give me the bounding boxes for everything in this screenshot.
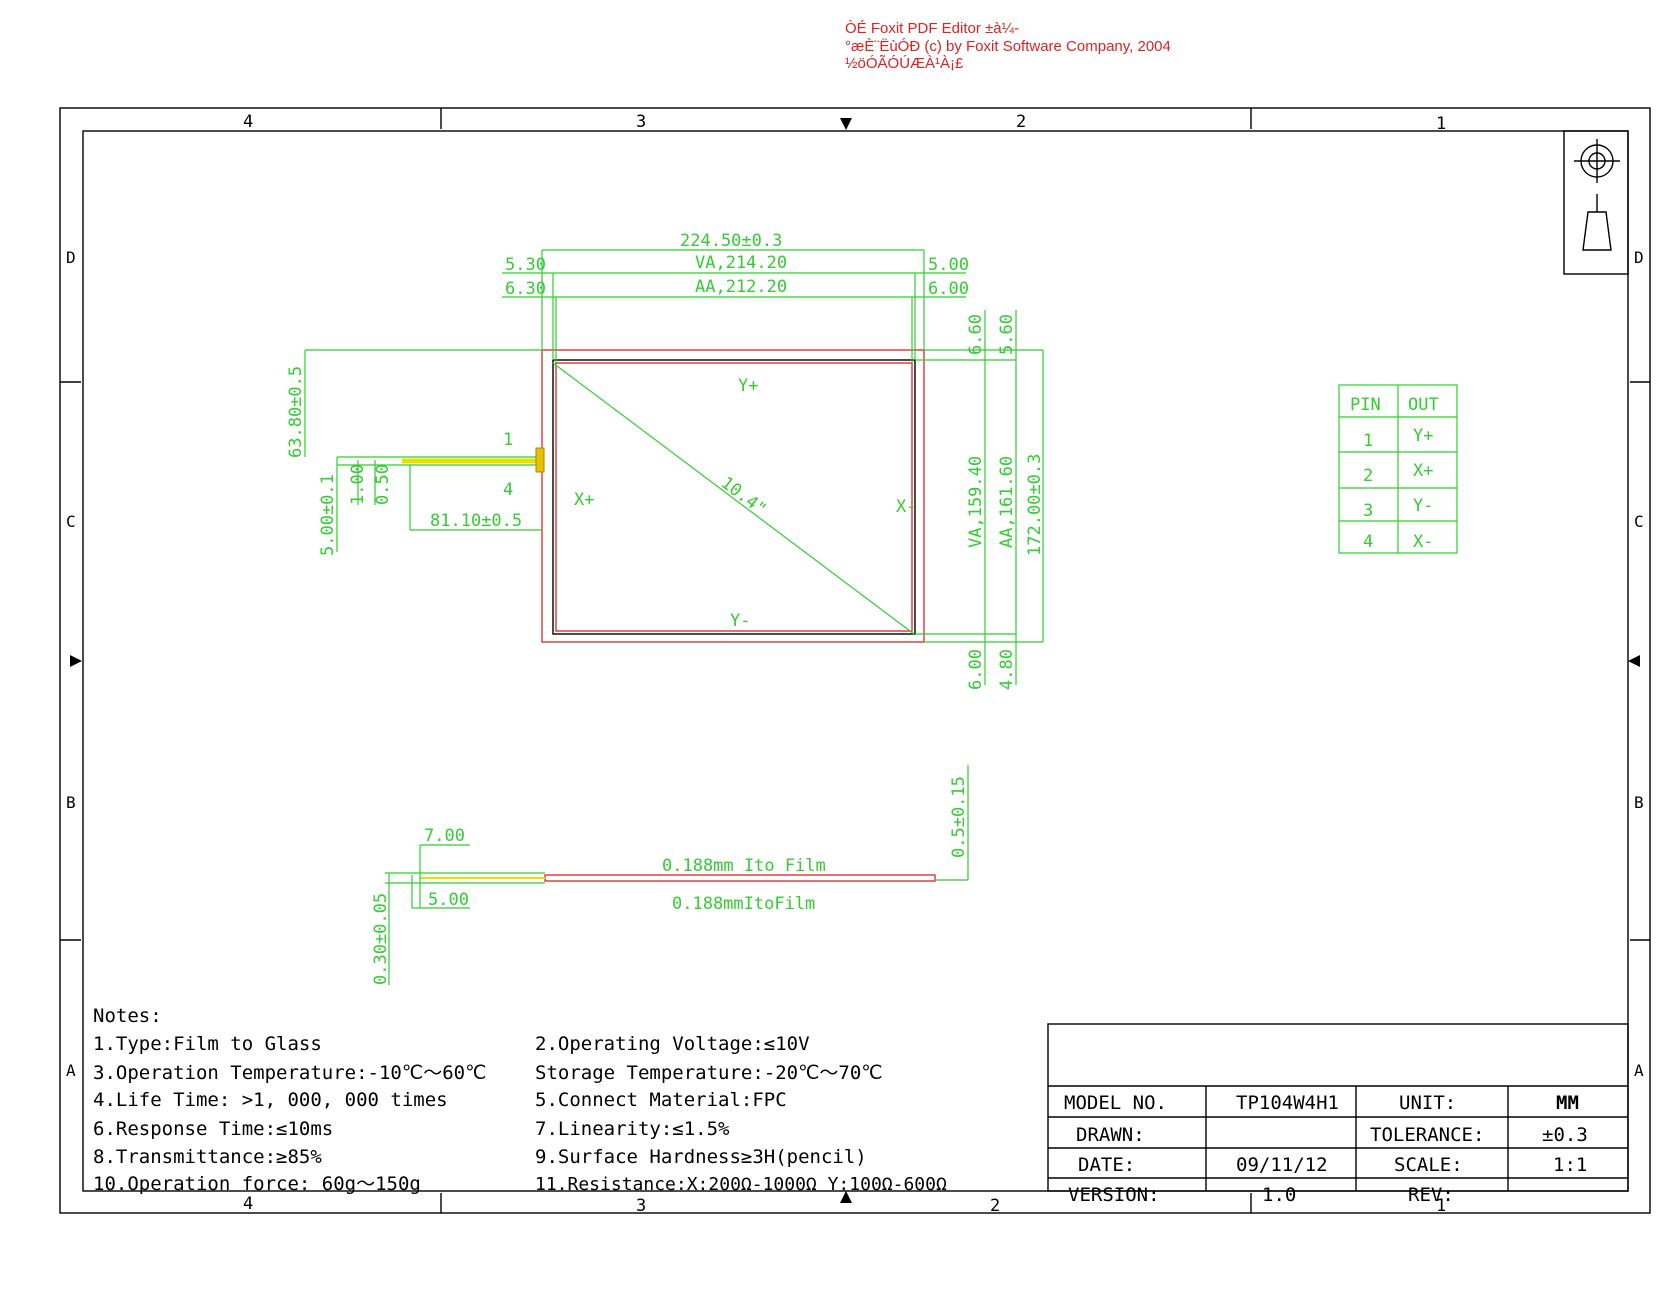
label-film-bottom: 0.188mmItoFilm (672, 894, 815, 914)
drawing-frame (59, 107, 1651, 1214)
dim-side-film: 0.5±0.15 (949, 776, 969, 858)
side-view (385, 765, 969, 985)
dim-tail-1-00: 1.00 (348, 464, 368, 505)
title-model-label: MODEL NO. (1064, 1092, 1167, 1114)
title-tolerance-value: ±0.3 (1542, 1124, 1588, 1146)
frame-row-d-right: D (1634, 248, 1644, 267)
frame-col-4-bottom: 4 (243, 1194, 253, 1214)
dim-left-aa: 6.30 (505, 279, 546, 299)
dim-bottom-6-00: 6.00 (966, 649, 986, 690)
note-left-6: 10.Operation force: 60g～150g (93, 1173, 421, 1195)
pin-4-mark: 4 (503, 480, 513, 500)
note-right-3: 5.Connect Material:FPC (535, 1089, 787, 1111)
frame-col-3-bottom: 3 (636, 1196, 646, 1216)
pin-table-row-1-pin: 1 (1363, 431, 1373, 451)
note-right-6: 11.Resistance:X:200Ω-1000Ω Y:100Ω-600Ω (535, 1174, 947, 1195)
dim-bottom-4-80: 4.80 (997, 649, 1017, 690)
dim-tail-0-50: 0.50 (373, 464, 393, 505)
dim-side-5-00: 5.00 (428, 890, 469, 910)
label-y-plus: Y+ (738, 376, 758, 396)
pin-table-header-out: OUT (1408, 395, 1439, 415)
note-left-4: 6.Response Time:≤10ms (93, 1118, 333, 1140)
dim-right-va: 5.00 (928, 255, 969, 275)
pin-table-row-4-pin: 4 (1363, 532, 1373, 552)
note-left-3: 4.Life Time: >1, 000, 000 times (93, 1089, 448, 1111)
title-date-value: 09/11/12 (1236, 1154, 1328, 1176)
watermark-line-2: °æÈ¨ËùÓÐ (c) by Foxit Software Company, … (845, 38, 1171, 55)
label-x-plus: X+ (574, 490, 594, 510)
dim-left-va: 5.30 (505, 255, 546, 275)
title-model-value: TP104W4H1 (1236, 1092, 1339, 1114)
title-block (1047, 1023, 1629, 1192)
title-unit-label: UNIT: (1399, 1092, 1456, 1114)
note-right-1: 2.Operating Voltage:≤10V (535, 1033, 810, 1055)
frame-col-1-top: 1 (1436, 114, 1446, 134)
pin-table-row-2-pin: 2 (1363, 466, 1373, 486)
label-film-top: 0.188mm Ito Film (662, 856, 826, 876)
title-version-value: 1.0 (1262, 1184, 1296, 1206)
dim-side-7-00: 7.00 (424, 826, 465, 846)
title-unit-value: MM (1556, 1092, 1579, 1114)
title-drawn-label: DRAWN: (1076, 1124, 1145, 1146)
dim-tail-offset: 63.80±0.5 (286, 366, 306, 458)
frame-col-4-top: 4 (243, 112, 253, 132)
watermark-line-1: ÒÉ Foxit PDF Editor ±à¼- (845, 20, 1019, 37)
title-date-label: DATE: (1078, 1154, 1135, 1176)
dim-right-aa: 6.00 (928, 279, 969, 299)
frame-row-a-right: A (1634, 1061, 1644, 1080)
dim-total-width: 224.50±0.3 (680, 231, 782, 251)
pin-table-row-3-pin: 3 (1363, 501, 1373, 521)
pin-table-row-2-out: X+ (1413, 461, 1433, 481)
frame-col-1-bottom: 1 (1436, 1196, 1446, 1216)
dim-total-height: 172.00±0.3 (1025, 454, 1045, 556)
dim-va-width: VA,214.20 (695, 253, 787, 273)
note-left-5: 8.Transmittance:≥85% (93, 1146, 322, 1168)
title-scale-label: SCALE: (1394, 1154, 1463, 1176)
title-scale-value: 1:1 (1553, 1154, 1587, 1176)
frame-row-a-left: A (66, 1061, 76, 1080)
frame-col-3-top: 3 (636, 112, 646, 132)
frame-row-c-left: C (66, 512, 76, 531)
label-diagonal-size: 10.4" (717, 473, 770, 520)
dim-aa-height: AA,161.60 (997, 456, 1017, 548)
frame-row-c-right: C (1634, 512, 1644, 531)
title-rev-label: REV: (1408, 1184, 1454, 1206)
dim-side-thickness: 0.30±0.05 (371, 893, 391, 985)
note-left-1: 1.Type:Film to Glass (93, 1033, 322, 1055)
frame-row-b-left: B (66, 793, 76, 812)
dim-aa-width: AA,212.20 (695, 277, 787, 297)
pin-table (1338, 384, 1458, 554)
label-y-minus: Y- (730, 611, 750, 631)
frame-col-2-bottom: 2 (990, 1196, 1000, 1216)
pin-table-header-pin: PIN (1350, 395, 1381, 415)
pin-table-row-3-out: Y- (1413, 496, 1433, 516)
panel-top-view (337, 349, 925, 643)
label-x-minus: X- (896, 497, 916, 517)
pin-table-row-1-out: Y+ (1413, 426, 1433, 446)
notes-title: Notes: (93, 1005, 162, 1027)
watermark-line-3: ½öÓÃÓÚÆÀ¹À¡£ (845, 55, 964, 72)
title-version-label: VERSION: (1068, 1184, 1160, 1206)
pin-table-row-4-out: X- (1413, 532, 1433, 552)
dim-tail-length: 81.10±0.5 (430, 511, 522, 531)
dim-top-6-60: 6.60 (966, 314, 986, 355)
title-tolerance-label: TOLERANCE: (1370, 1124, 1484, 1146)
projection-symbol-icon (1563, 130, 1629, 275)
note-right-2: Storage Temperature:-20℃～70℃ (535, 1062, 883, 1084)
frame-col-2-top: 2 (1016, 112, 1026, 132)
frame-row-b-right: B (1634, 793, 1644, 812)
note-left-2: 3.Operation Temperature:-10℃～60℃ (93, 1062, 486, 1084)
pin-1-mark: 1 (503, 430, 513, 450)
top-view-dimensions (304, 249, 1044, 685)
dim-tail-width: 5.00±0.1 (318, 474, 338, 556)
frame-row-d-left: D (66, 248, 76, 267)
dim-va-height: VA,159.40 (966, 456, 986, 548)
dim-top-5-60: 5.60 (997, 314, 1017, 355)
note-right-5: 9.Surface Hardness≥3H(pencil) (535, 1146, 867, 1168)
note-right-4: 7.Linearity:≤1.5% (535, 1118, 730, 1140)
